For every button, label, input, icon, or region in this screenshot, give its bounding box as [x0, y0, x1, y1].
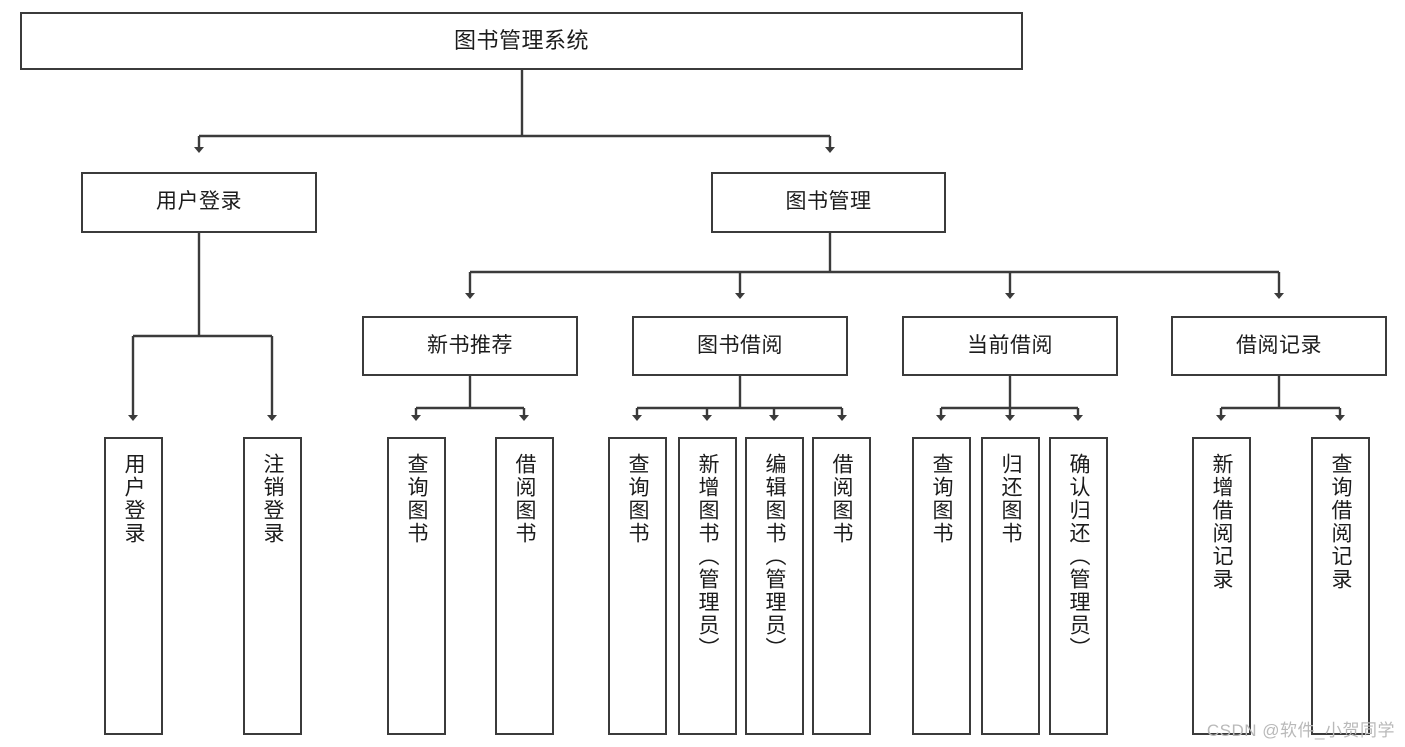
- leaf-record-add-record[interactable]: 新增借阅记录: [1192, 437, 1251, 735]
- node-label: 查询图书: [405, 453, 429, 545]
- node-label: 新增借阅记录: [1210, 453, 1234, 591]
- node-label: 当前借阅: [967, 333, 1053, 357]
- leaf-new-book-query-book[interactable]: 查询图书: [387, 437, 446, 735]
- node-book-borrowing[interactable]: 图书借阅: [632, 316, 848, 376]
- node-label: 归还图书: [999, 453, 1023, 545]
- node-label: 新书推荐: [427, 333, 513, 357]
- node-user-login[interactable]: 用户登录: [81, 172, 317, 233]
- node-label: 确认归还（管理员）: [1067, 453, 1091, 660]
- leaf-borrow-borrow-book[interactable]: 借阅图书: [812, 437, 871, 735]
- node-label: 图书管理系统: [453, 28, 589, 54]
- node-label: 借阅记录: [1236, 333, 1322, 357]
- node-current-borrowing[interactable]: 当前借阅: [902, 316, 1118, 376]
- watermark-text: CSDN @软件_小贺同学: [1206, 721, 1395, 740]
- node-label: 图书借阅: [697, 333, 783, 357]
- node-borrowing-record[interactable]: 借阅记录: [1171, 316, 1387, 376]
- leaf-current-return-book[interactable]: 归还图书: [981, 437, 1040, 735]
- leaf-user-login-login[interactable]: 用户登录: [104, 437, 163, 735]
- node-label: 注销登录: [261, 453, 285, 545]
- leaf-user-login-logout[interactable]: 注销登录: [243, 437, 302, 735]
- leaf-new-book-borrow-book[interactable]: 借阅图书: [495, 437, 554, 735]
- node-new-book-recommendation[interactable]: 新书推荐: [362, 316, 578, 376]
- node-label: 查询图书: [626, 453, 650, 545]
- node-root-book-management-system[interactable]: 图书管理系统: [20, 12, 1023, 70]
- leaf-borrow-query-book[interactable]: 查询图书: [608, 437, 667, 735]
- node-label: 编辑图书（管理员）: [763, 453, 787, 660]
- node-book-management[interactable]: 图书管理: [711, 172, 946, 233]
- leaf-current-query-book[interactable]: 查询图书: [912, 437, 971, 735]
- node-label: 用户登录: [156, 190, 242, 214]
- node-label: 借阅图书: [830, 453, 854, 545]
- node-label: 用户登录: [122, 453, 146, 545]
- leaf-current-confirm-return-admin[interactable]: 确认归还（管理员）: [1049, 437, 1108, 735]
- node-label: 借阅图书: [513, 453, 537, 545]
- node-label: 图书管理: [785, 190, 872, 214]
- leaf-borrow-add-book-admin[interactable]: 新增图书（管理员）: [678, 437, 737, 735]
- leaf-borrow-edit-book-admin[interactable]: 编辑图书（管理员）: [745, 437, 804, 735]
- leaf-record-query-record[interactable]: 查询借阅记录: [1311, 437, 1370, 735]
- node-label: 查询图书: [930, 453, 954, 545]
- node-label: 查询借阅记录: [1329, 453, 1353, 591]
- node-label: 新增图书（管理员）: [696, 453, 720, 660]
